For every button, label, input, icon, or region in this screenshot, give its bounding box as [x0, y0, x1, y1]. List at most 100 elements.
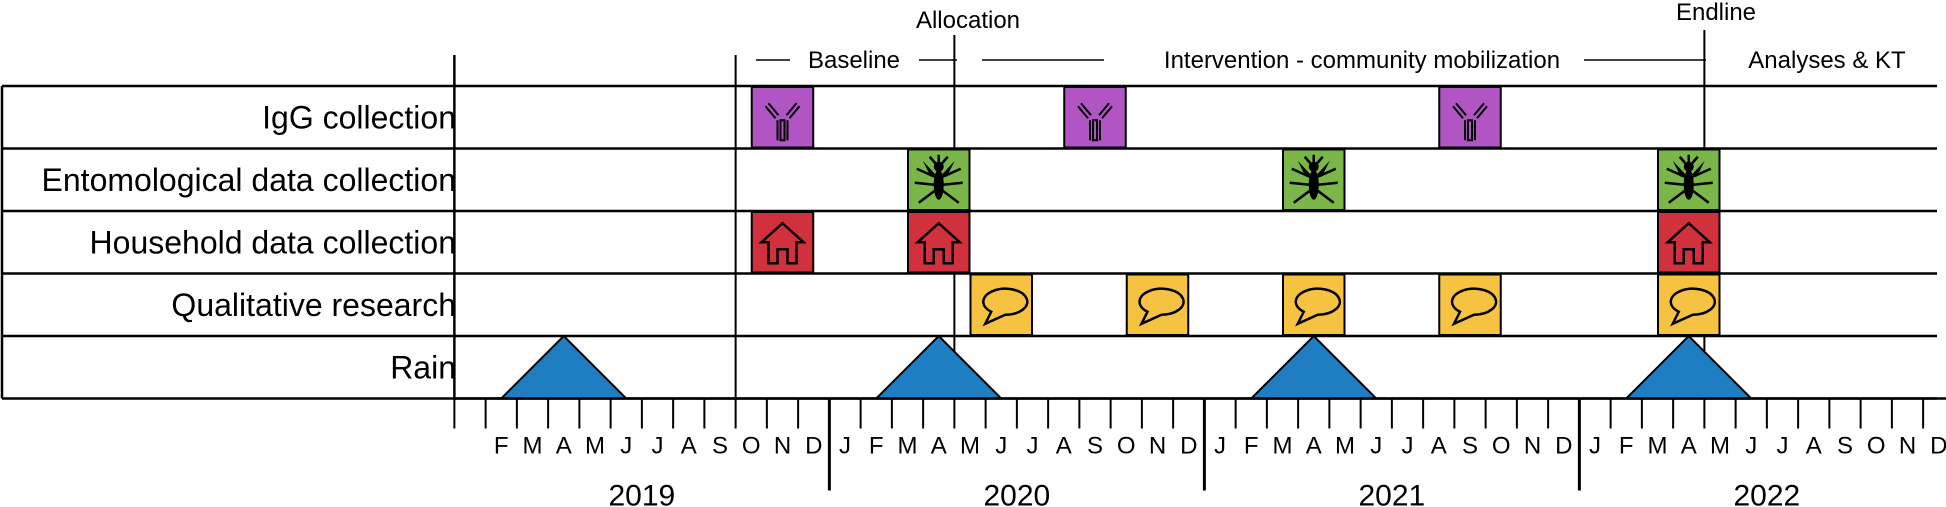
activity-cell [1657, 148, 1721, 211]
phase-allocation: Allocation [916, 7, 1020, 34]
activity-cell [907, 148, 971, 211]
speech-bubble-icon [1138, 287, 1185, 327]
month-label: F [494, 433, 509, 460]
month-label: J [839, 433, 851, 460]
month-label: A [1681, 433, 1697, 460]
month-label: O [1867, 433, 1886, 460]
speech-cell [1438, 273, 1502, 336]
month-label: D [1930, 433, 1946, 460]
mosquito-icon [1664, 154, 1713, 204]
antibody-icon [1452, 102, 1488, 142]
antibody-shape [1464, 120, 1476, 141]
month-label: A [1306, 433, 1322, 460]
month-label: S [712, 433, 728, 460]
phase-headers: Allocation Endline Baseline Intervention… [756, 0, 1906, 74]
mosquito-head [1683, 161, 1694, 172]
phase-intervention: Intervention - community mobilization [1164, 47, 1560, 74]
month-label: F [869, 433, 884, 460]
house-icon [1664, 221, 1713, 265]
month-label: O [1492, 433, 1511, 460]
speech-bubble-outline [1669, 287, 1717, 327]
antibody-shape [1089, 120, 1101, 141]
month-label: S [1462, 433, 1478, 460]
rain-peak [1623, 334, 1754, 400]
row-label: Entomological data collection [42, 162, 456, 198]
month-label: M [585, 433, 605, 460]
year-label: 2022 [1734, 480, 1801, 507]
speech-bubble-icon [1294, 287, 1342, 327]
activity-cell [750, 86, 815, 149]
mosquito-legs [1664, 154, 1713, 204]
month-label: D [805, 433, 822, 460]
phase-endline: Endline [1676, 0, 1756, 26]
house-outline [758, 221, 807, 265]
month-label: J [1777, 433, 1789, 460]
house-icon [758, 221, 807, 265]
speech-bubble-icon [1669, 287, 1717, 327]
row-label: IgG collection [262, 99, 456, 135]
month-label: F [1244, 433, 1259, 460]
speech-cell [1282, 273, 1346, 336]
activity-cell [1657, 273, 1721, 336]
month-label: J [1214, 433, 1226, 460]
month-label: J [620, 433, 632, 460]
month-label: J [652, 433, 664, 460]
month-label: A [931, 433, 947, 460]
mosquito-body [1308, 169, 1319, 200]
mosquito-legs [914, 154, 963, 204]
speech-bubble-outline [1294, 287, 1342, 327]
mosquito-body [933, 169, 944, 200]
month-label: N [1899, 433, 1916, 460]
month-label: A [1431, 433, 1447, 460]
house-outline [1664, 221, 1713, 265]
activity-cell [1438, 273, 1502, 336]
mosquito-wings [1672, 160, 1705, 177]
month-label: M [960, 433, 980, 460]
activity-cell [1063, 86, 1127, 149]
year-label: 2021 [1359, 480, 1426, 507]
house-outline [914, 221, 963, 265]
month-label: M [898, 433, 918, 460]
rain-peak [1248, 334, 1379, 400]
mosquito-icon [914, 154, 963, 204]
month-label: A [1056, 433, 1072, 460]
year-label: 2019 [609, 480, 676, 507]
antibody-shape [776, 120, 789, 141]
month-label: S [1087, 433, 1103, 460]
activity-cell [1657, 211, 1721, 274]
mosquito-icon [1289, 154, 1338, 204]
month-label: A [1806, 433, 1822, 460]
month-label: D [1555, 433, 1572, 460]
month-label: J [1027, 433, 1039, 460]
month-label: A [681, 433, 697, 460]
antibody-icon [1077, 102, 1113, 142]
phase-baseline: Baseline [808, 47, 900, 74]
mosquito-body [1683, 169, 1694, 200]
rain-peak [873, 334, 1004, 400]
month-label: N [774, 433, 791, 460]
speech-bubble-outline [982, 287, 1029, 327]
month-label: J [1370, 433, 1382, 460]
activity-cell [1438, 86, 1502, 149]
row-label: Household data collection [90, 224, 456, 260]
antibody-shape [764, 102, 801, 142]
month-label: O [1117, 433, 1136, 460]
month-label: S [1837, 433, 1853, 460]
month-label: M [523, 433, 543, 460]
mosquito-wings [1297, 160, 1330, 177]
month-label: M [1710, 433, 1730, 460]
speech-cell [1657, 273, 1721, 336]
activity-cell [1282, 148, 1346, 211]
phase-analyses: Analyses & KT [1748, 47, 1906, 74]
activity-cell [907, 211, 971, 274]
igg-cell [1438, 86, 1502, 149]
activity-cell [969, 273, 1033, 336]
month-label: O [742, 433, 761, 460]
activity-cell [750, 211, 815, 274]
antibody-icon [764, 102, 801, 142]
mosquito-legs [1289, 154, 1338, 204]
month-label: F [1619, 433, 1634, 460]
month-label: M [1273, 433, 1293, 460]
